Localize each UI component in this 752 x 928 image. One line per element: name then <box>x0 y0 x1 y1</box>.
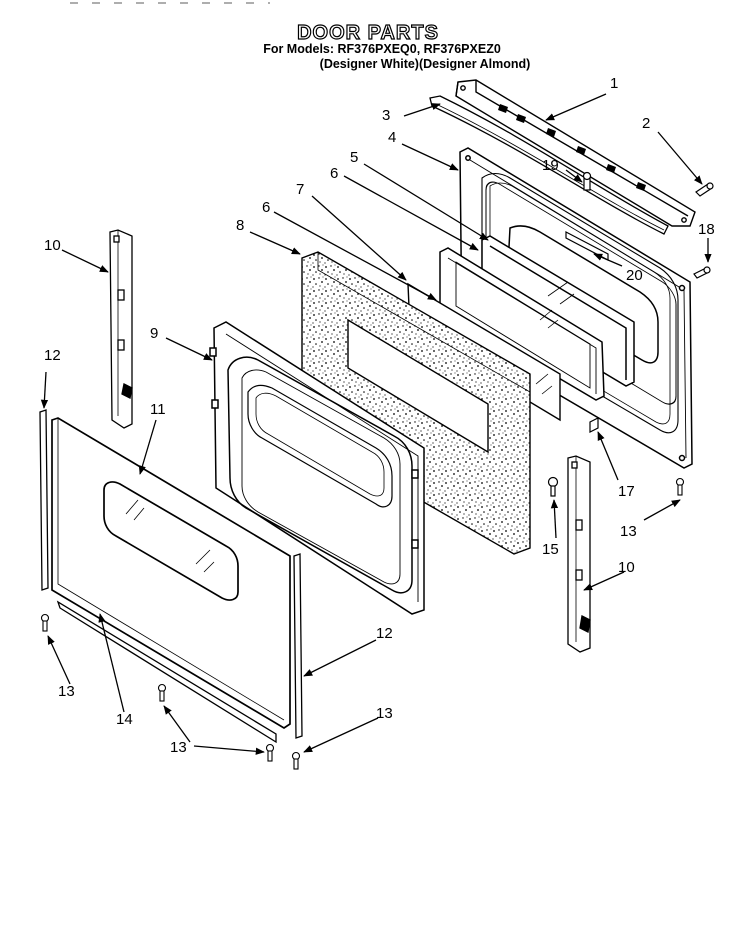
callout-12b: 12 <box>376 625 393 642</box>
callout-9: 9 <box>150 325 158 342</box>
callout-5: 5 <box>350 149 358 166</box>
callout-13a: 13 <box>620 523 637 540</box>
callout-13c: 13 <box>376 705 393 722</box>
hinge-left <box>109 229 133 429</box>
callout-13b: 13 <box>58 683 75 700</box>
callout-7: 7 <box>296 181 304 198</box>
callout-15: 15 <box>542 541 559 558</box>
page-title: DOOR PARTS <box>296 21 439 44</box>
screw-2 <box>695 182 714 197</box>
door-top-trim <box>455 79 696 227</box>
callout-1: 1 <box>610 75 618 92</box>
callout-numbers: 1 2 3 4 5 6 7 6 8 19 18 20 10 9 12 11 17… <box>44 75 715 756</box>
models-line: For Models: RF376PXEQ0, RF376PXEZ0 <box>263 42 501 56</box>
side-trim-right <box>293 553 303 739</box>
callout-10a: 10 <box>44 237 61 254</box>
callout-6b: 6 <box>262 199 270 216</box>
screws-13 <box>40 477 685 770</box>
callout-8: 8 <box>236 217 244 234</box>
bottom-trim <box>56 600 277 744</box>
colors-line: (Designer White)(Designer Almond) <box>319 57 531 71</box>
hinge-right <box>567 455 591 653</box>
door-liner <box>209 321 425 615</box>
callout-4: 4 <box>388 129 396 146</box>
callout-10b: 10 <box>618 559 635 576</box>
callout-2: 2 <box>642 115 650 132</box>
callout-17: 17 <box>618 483 635 500</box>
callout-18: 18 <box>698 221 715 238</box>
callout-11: 11 <box>150 401 166 418</box>
scan-artifact-line <box>70 2 270 4</box>
screw-18 <box>693 266 711 279</box>
callout-14: 14 <box>116 711 133 728</box>
leader-arrows <box>40 93 712 755</box>
outer-door-glass <box>51 417 291 730</box>
vent-baffle-17 <box>589 417 599 433</box>
callout-19: 19 <box>542 157 559 174</box>
trim-strip <box>429 95 669 235</box>
callout-3: 3 <box>382 107 390 124</box>
callout-12a: 12 <box>44 347 61 364</box>
callout-13d: 13 <box>170 739 187 756</box>
callout-6a: 6 <box>330 165 338 182</box>
side-trim-left <box>39 409 49 591</box>
screw-19 <box>582 171 592 191</box>
callout-20: 20 <box>626 267 643 284</box>
door-stop-15 <box>547 476 559 497</box>
